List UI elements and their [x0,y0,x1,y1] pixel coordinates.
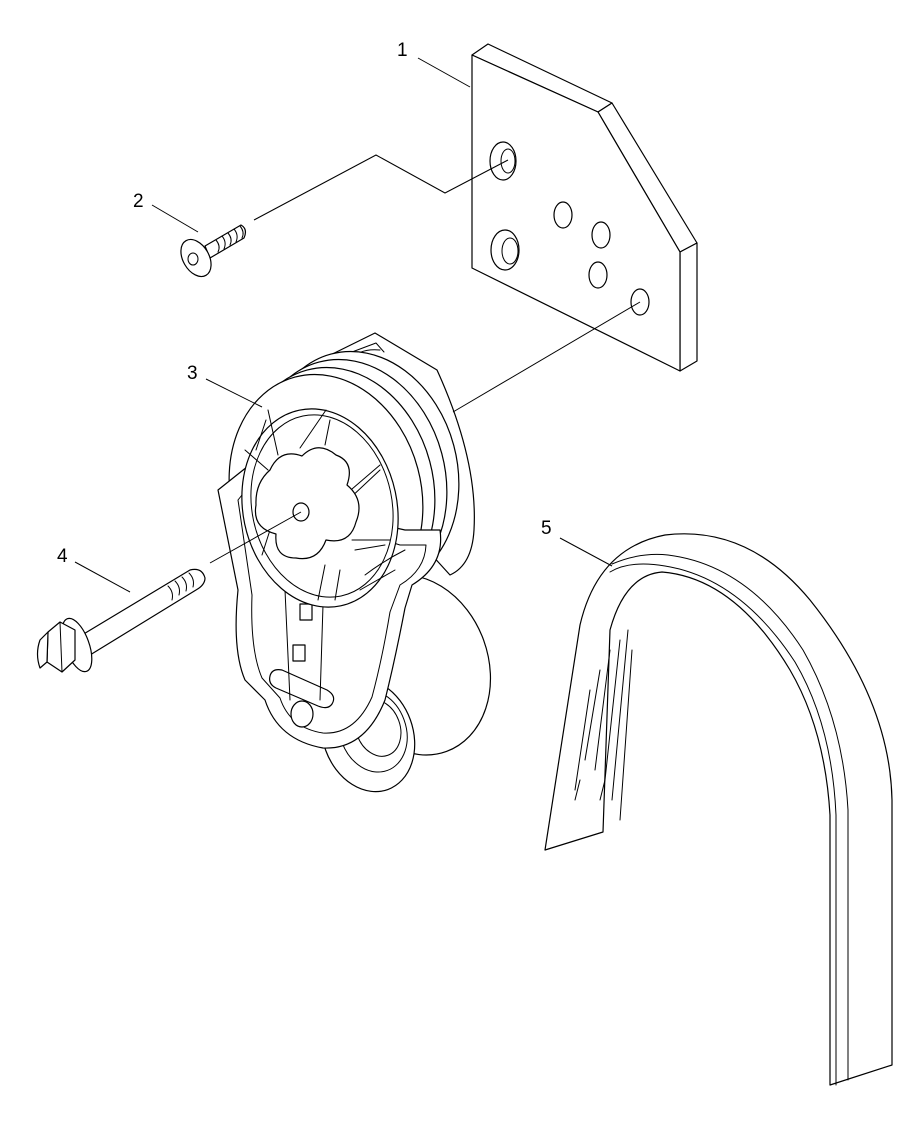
flange-bolt-icon[interactable] [36,568,206,675]
mounting-plate-icon[interactable] [471,43,698,372]
callout-2: 2 [133,191,144,212]
callout-4: 4 [57,546,68,567]
callout-1: 1 [397,40,408,61]
countersunk-screw-icon[interactable] [175,224,247,282]
belt-tensioner-icon[interactable] [203,330,515,805]
callout-5: 5 [541,518,552,539]
serpentine-belt-icon[interactable] [544,533,893,1086]
callout-3: 3 [187,363,198,384]
leader-lines [74,57,641,593]
